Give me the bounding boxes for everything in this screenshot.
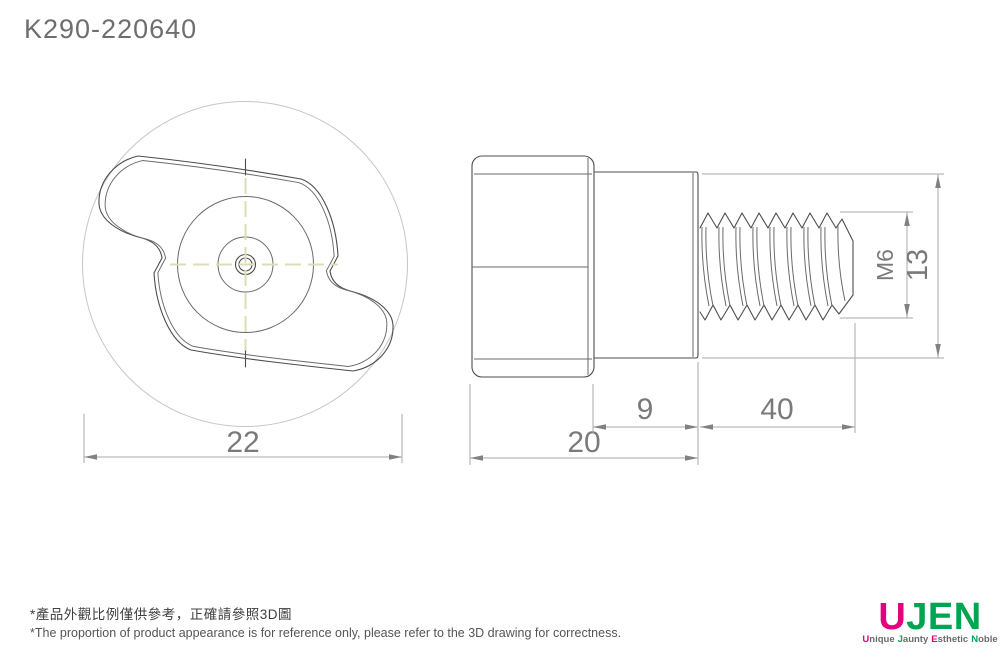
thread-flanks [701, 223, 846, 307]
logo-letter-u: U [878, 596, 907, 638]
dim-20-label: 20 [567, 426, 600, 459]
centerline-cross [170, 178, 338, 352]
logo-letters-jen: JEN [906, 596, 982, 638]
dim-20: 20 [469, 362, 699, 465]
dim-40-label: 40 [760, 393, 793, 426]
technical-drawing-canvas: 22 20 9 40 M6 [82, 101, 944, 465]
logo-tagline: Unique Jaunty Esthetic Noble [862, 634, 997, 645]
side-view [471, 155, 854, 378]
dim-13-label: 13 [902, 249, 934, 281]
dim-m6: M6 [840, 211, 913, 319]
dim-22-label: 22 [226, 426, 259, 459]
knob-head-lines [472, 158, 592, 375]
tagline-word: Unique [862, 634, 895, 645]
dim-9: 9 [592, 384, 698, 433]
part-number-title: K290-220640 [24, 14, 198, 44]
knob-outline-inner [104, 160, 388, 367]
tagline-word: Esthetic [931, 634, 969, 645]
dim-13: 13 [702, 173, 944, 359]
ujen-logo: UJEN Unique Jaunty Esthetic Noble [862, 598, 997, 645]
footnotes: *產品外觀比例僅供參考，正確請參照3D圖 *The proportion of … [30, 603, 621, 640]
boss-profile [593, 171, 699, 359]
front-view-outer-circle [82, 101, 408, 427]
footnote-chinese: *產品外觀比例僅供參考，正確請參照3D圖 [30, 607, 293, 622]
tagline-word: Noble [971, 634, 998, 645]
thread-crest-bottom [699, 294, 854, 321]
dim-22: 22 [83, 414, 403, 463]
dim-40: 40 [700, 323, 856, 433]
logo-wordmark: UJEN [874, 598, 986, 636]
dim-9-label: 9 [637, 393, 654, 426]
thread-profile [699, 212, 854, 321]
dim-m6-label: M6 [872, 249, 898, 281]
footnote-english: *The proportion of product appearance is… [30, 626, 622, 640]
thread-crest-top [699, 212, 854, 242]
tagline-word: Jaunty [897, 634, 929, 645]
front-view [82, 101, 408, 427]
